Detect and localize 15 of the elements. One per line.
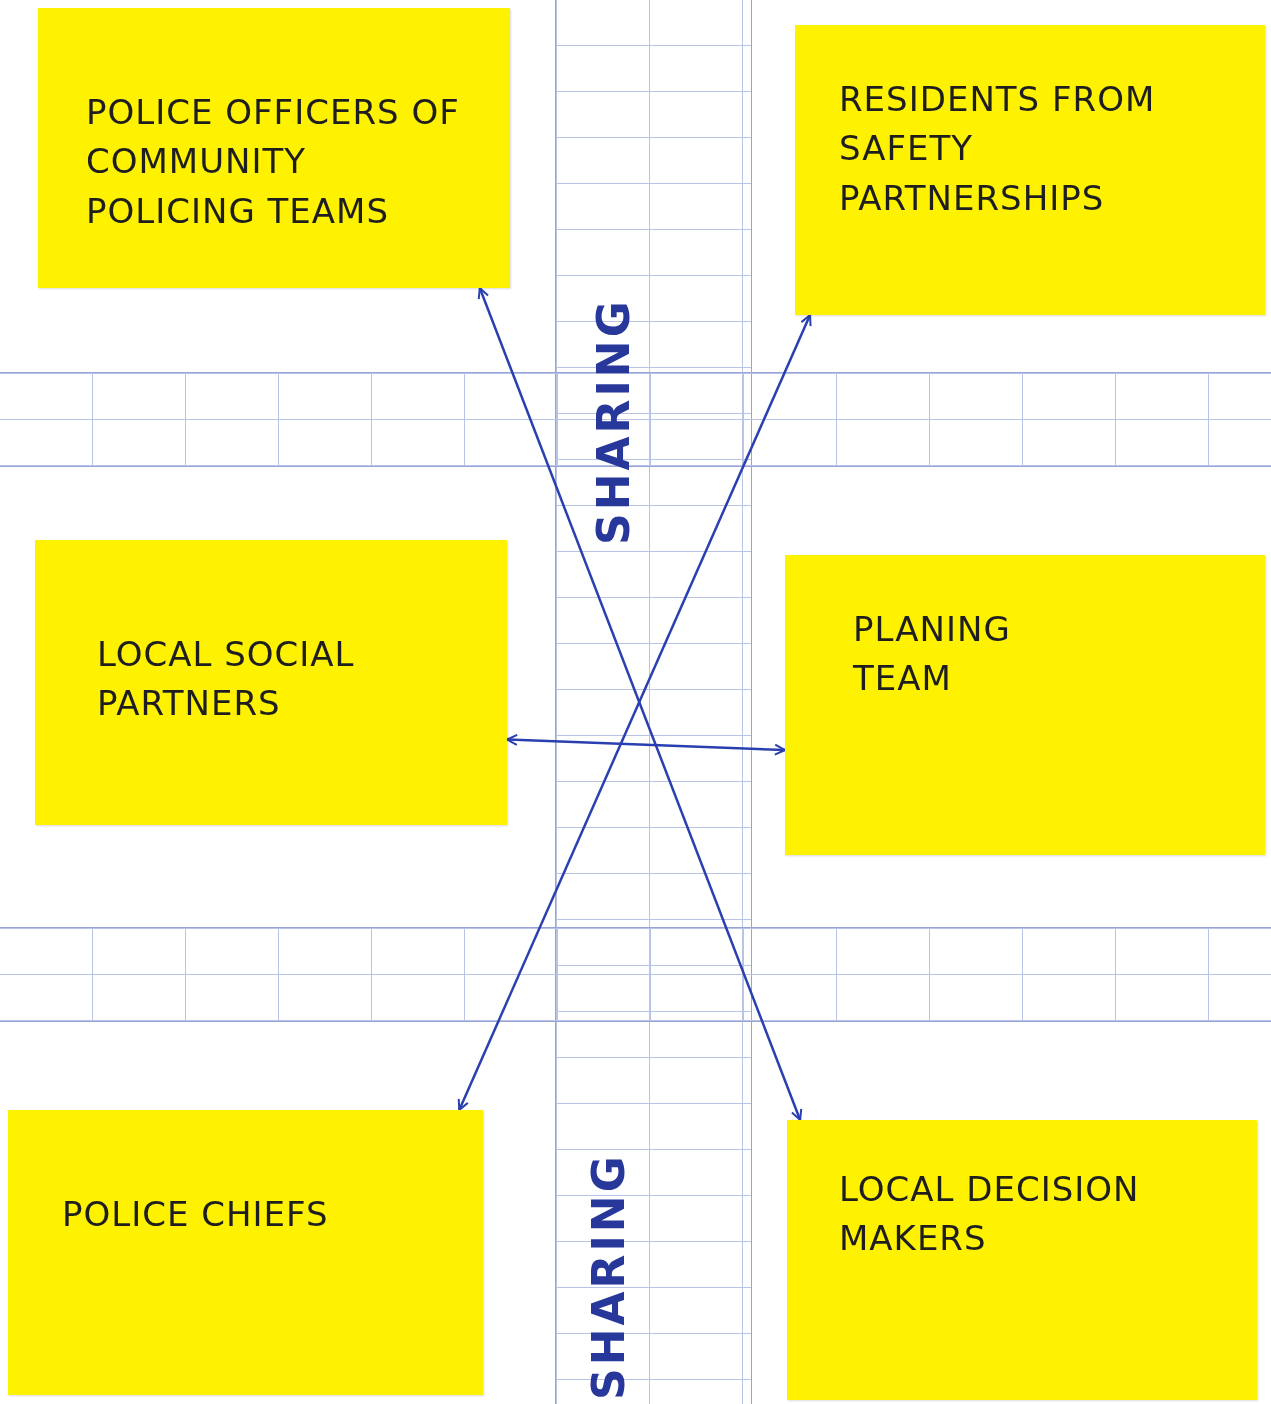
vertical-label: SHARING [583, 1153, 634, 1400]
note-text: LOCAL SOCIAL PARTNERS [97, 633, 356, 726]
vertical-label: SHARING [588, 298, 639, 545]
sticky-note [8, 1110, 483, 1395]
sticky-note [785, 555, 1265, 855]
note-text: POLICE CHIEFS [62, 1193, 330, 1236]
note-text: RESIDENTS FROM SAFETY PARTNERSHIPS [839, 78, 1157, 220]
note-text: PLANING TEAM [853, 608, 1012, 701]
note-text: POLICE OFFICERS OF COMMUNITY POLICING TEAMS [86, 91, 461, 233]
double-arrow [506, 733, 786, 756]
sticky-note [35, 540, 507, 825]
note-text: LOCAL DECISION MAKERS [839, 1168, 1141, 1261]
sticky-note [795, 25, 1265, 315]
sticky-note [38, 8, 510, 288]
sticky-note [787, 1120, 1257, 1400]
